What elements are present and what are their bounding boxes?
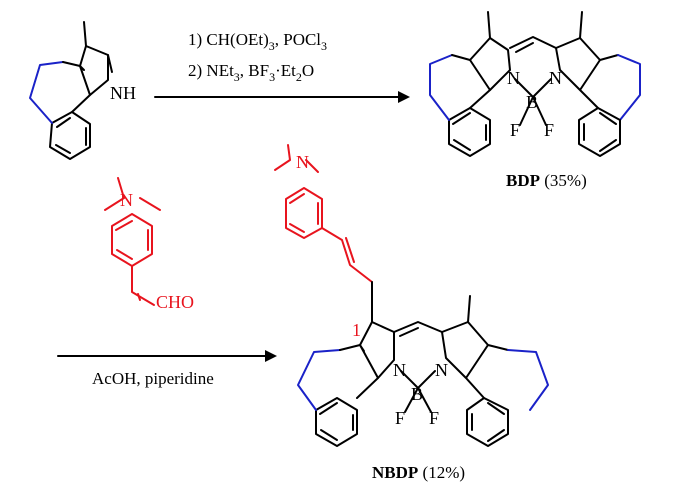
atom-n-right: N (549, 68, 562, 88)
cho-group: CHO (156, 292, 194, 312)
reaction1-conditions: 1) CH(OEt)3, POCl3 2) NEt3, BF3·Et2O (188, 30, 327, 84)
svg-text:2) NEt3, BF3·Et2O: 2) NEt3, BF3·Et2O (188, 61, 314, 84)
nbdp-structure: N 1 N N B F F (274, 144, 549, 447)
atom-b-nbdp: B (411, 384, 423, 404)
reaction-arrow-1 (154, 91, 410, 103)
atom-b: B (526, 92, 538, 112)
atom-n-left: N (507, 68, 520, 88)
position-label: 1 (352, 320, 361, 340)
atom-n-left-nbdp: N (393, 360, 406, 380)
atom-f-right-nbdp: F (429, 408, 439, 428)
atom-n-dimethyl-product: N (296, 152, 309, 172)
reaction-arrow-2 (57, 350, 277, 362)
nbdp-label: NBDP (12%) (372, 463, 465, 482)
reaction2-conditions: AcOH, piperidine (92, 369, 214, 388)
atom-nh: NH (110, 83, 136, 103)
atom-f-left-nbdp: F (395, 408, 405, 428)
bdp-label: BDP (35%) (506, 171, 587, 190)
svg-text:1) CH(OEt)3, POCl3: 1) CH(OEt)3, POCl3 (188, 30, 327, 53)
atom-f-left: F (510, 120, 520, 140)
atom-n-dimethyl-reagent: N (120, 190, 133, 210)
bdp-structure: N N B F F (429, 11, 641, 157)
atom-n-right-nbdp: N (435, 360, 448, 380)
atom-f-right: F (544, 120, 554, 140)
starting-indole: NH (29, 21, 136, 160)
aldehyde-reagent: N CHO (104, 177, 194, 312)
